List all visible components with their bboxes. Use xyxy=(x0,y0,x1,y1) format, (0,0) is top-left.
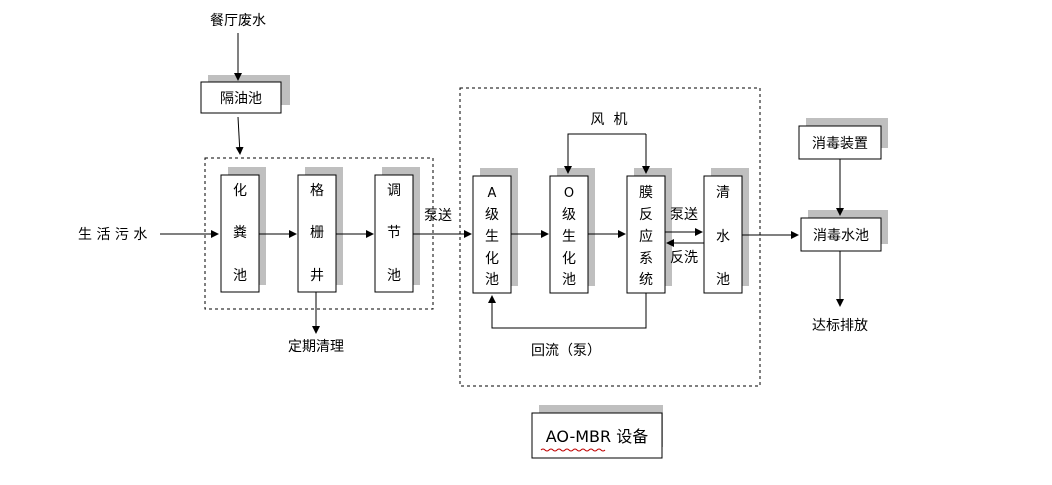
domestic-sewage-label: 生 活 污 水 xyxy=(78,227,147,243)
spellcheck-squiggle xyxy=(540,448,606,452)
disinfection-tank-label: 消毒水池 xyxy=(813,228,869,244)
a-tank-box xyxy=(472,175,512,294)
o-tank-box xyxy=(549,175,589,294)
o-tank-char-2: 级 xyxy=(562,207,576,223)
clear-water-tank-char-3: 池 xyxy=(716,272,730,288)
backwash-label: 反洗 xyxy=(670,250,698,266)
disinfection-device-box xyxy=(798,125,882,160)
grease-trap-box xyxy=(200,81,282,114)
clear-water-tank-char-1: 清 xyxy=(716,185,730,201)
arrow-grease-to-group xyxy=(235,116,244,155)
disinfection-tank-box xyxy=(800,217,882,252)
septic-tank-char-1: 化 xyxy=(233,183,247,199)
septic-tank-char-3: 池 xyxy=(233,268,247,284)
grille-well-char-3: 井 xyxy=(310,268,324,284)
membrane-system-char-5: 统 xyxy=(639,272,653,288)
membrane-system-char-3: 应 xyxy=(639,228,653,245)
equalization-tank-char-1: 调 xyxy=(387,183,401,199)
membrane-system-char-1: 膜 xyxy=(639,185,653,201)
o-tank-char-1: O xyxy=(564,186,574,201)
pretreatment-group xyxy=(204,157,434,310)
ao-mbr-group xyxy=(459,87,761,387)
a-tank-char-3: 生 xyxy=(485,229,499,245)
grille-well-char-1: 格 xyxy=(310,183,324,199)
membrane-system-box xyxy=(626,175,666,294)
o-tank-char-3: 生 xyxy=(562,229,576,245)
membrane-system-char-4: 系 xyxy=(639,251,653,267)
grease-trap-label: 隔油池 xyxy=(220,91,262,107)
blower-label: 风 机 xyxy=(591,112,628,128)
equipment-label: AO-MBR 设备 xyxy=(546,427,648,446)
grille-well-char-2: 栅 xyxy=(310,225,324,241)
a-tank-char-2: 级 xyxy=(485,207,499,223)
septic-tank-box xyxy=(220,174,260,293)
a-tank-char-4: 化 xyxy=(485,251,499,267)
septic-tank-char-2: 粪 xyxy=(233,225,247,241)
equalization-tank-box xyxy=(374,174,414,293)
pump-label-2: 泵送 xyxy=(670,207,698,223)
a-tank-char-1: A xyxy=(488,186,497,201)
arrow-reflux xyxy=(488,293,647,329)
reflux-label: 回流（泵） xyxy=(531,343,601,359)
restaurant-wastewater-label: 餐厅废水 xyxy=(210,13,266,29)
membrane-system-char-2: 反 xyxy=(639,207,653,223)
o-tank-char-4: 化 xyxy=(562,251,576,267)
regular-cleaning-label: 定期清理 xyxy=(288,339,344,355)
arrow-blower-to-o xyxy=(564,133,646,174)
pump-label-1: 泵送 xyxy=(424,208,452,224)
equalization-tank-char-2: 节 xyxy=(387,225,401,241)
o-tank-char-5: 池 xyxy=(562,272,576,288)
clear-water-tank-char-2: 水 xyxy=(716,229,730,245)
a-tank-char-5: 池 xyxy=(485,272,499,288)
grille-well-box xyxy=(297,174,337,293)
equalization-tank-char-3: 池 xyxy=(387,268,401,284)
discharge-label: 达标排放 xyxy=(812,318,868,334)
disinfection-device-label: 消毒装置 xyxy=(812,136,868,152)
